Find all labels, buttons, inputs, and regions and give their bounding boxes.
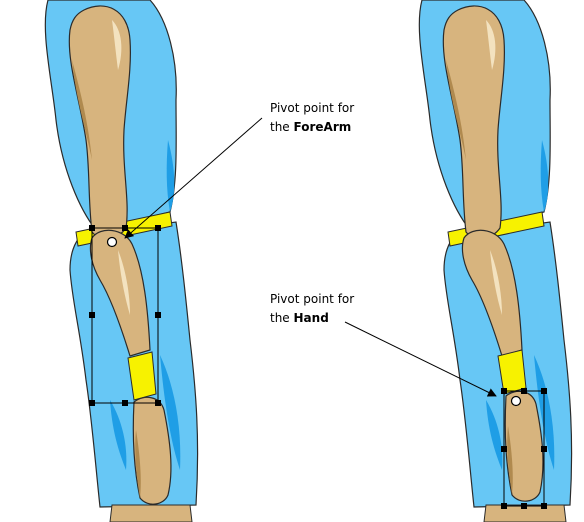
callout-arrow-hand (344, 321, 497, 397)
callout-arrow-forearm (124, 117, 263, 239)
selection-handle[interactable] (501, 388, 507, 394)
pivot-point-forearm[interactable] (106, 236, 118, 248)
selection-handle[interactable] (501, 446, 507, 452)
left-robe-fold (166, 140, 175, 212)
right-forearm-highlight (490, 250, 502, 315)
selection-handle[interactable] (155, 312, 161, 318)
left-hand-shade (135, 430, 141, 498)
selection-handle[interactable] (89, 225, 95, 231)
right-robe-fold (486, 400, 503, 470)
right-hand (504, 390, 544, 502)
left-forearm-highlight (118, 250, 130, 315)
callout-forearm-emphasis: ForeArm (293, 120, 352, 134)
selection-handle[interactable] (521, 388, 527, 394)
selection-handle[interactable] (122, 225, 128, 231)
left-upper-arm-highlight (112, 20, 122, 70)
selection-handle[interactable] (155, 225, 161, 231)
right-figure (418, 0, 573, 522)
selection-handle[interactable] (122, 400, 128, 406)
right-robe-fold (540, 140, 549, 212)
right-hand-shade (507, 426, 513, 494)
left-upper-arm-shade (72, 60, 92, 160)
right-upper-arm-shade (446, 60, 466, 160)
callout-hand-prefix: the (270, 311, 294, 325)
left-leg (109, 504, 193, 522)
right-leg (483, 504, 567, 522)
selection-handle[interactable] (89, 400, 95, 406)
pivot-point-hand[interactable] (510, 395, 522, 407)
callout-hand: Pivot point for the Hand (270, 290, 354, 328)
selection-handle[interactable] (89, 312, 95, 318)
callout-hand-line2: the Hand (270, 309, 354, 328)
callout-forearm-line2: the ForeArm (270, 118, 354, 137)
callout-hand-emphasis: Hand (293, 311, 329, 325)
left-robe-fold (160, 355, 181, 470)
callout-hand-line1: Pivot point for (270, 292, 355, 306)
callout-forearm-line1: Pivot point for (270, 101, 355, 115)
left-robe-fold (110, 400, 127, 470)
selection-handle[interactable] (541, 388, 547, 394)
left-forearm-selection[interactable] (89, 225, 161, 406)
right-upper-arm-highlight (486, 20, 496, 70)
left-figure (44, 0, 199, 522)
left-cuff (127, 351, 157, 401)
selection-handle[interactable] (521, 503, 527, 509)
selection-handle[interactable] (155, 400, 161, 406)
selection-handle[interactable] (501, 503, 507, 509)
callout-forearm-prefix: the (270, 120, 294, 134)
callout-forearm: Pivot point for the ForeArm (270, 99, 354, 137)
selection-handle[interactable] (541, 446, 547, 452)
selection-handle[interactable] (541, 503, 547, 509)
right-hand-selection[interactable] (501, 388, 547, 509)
